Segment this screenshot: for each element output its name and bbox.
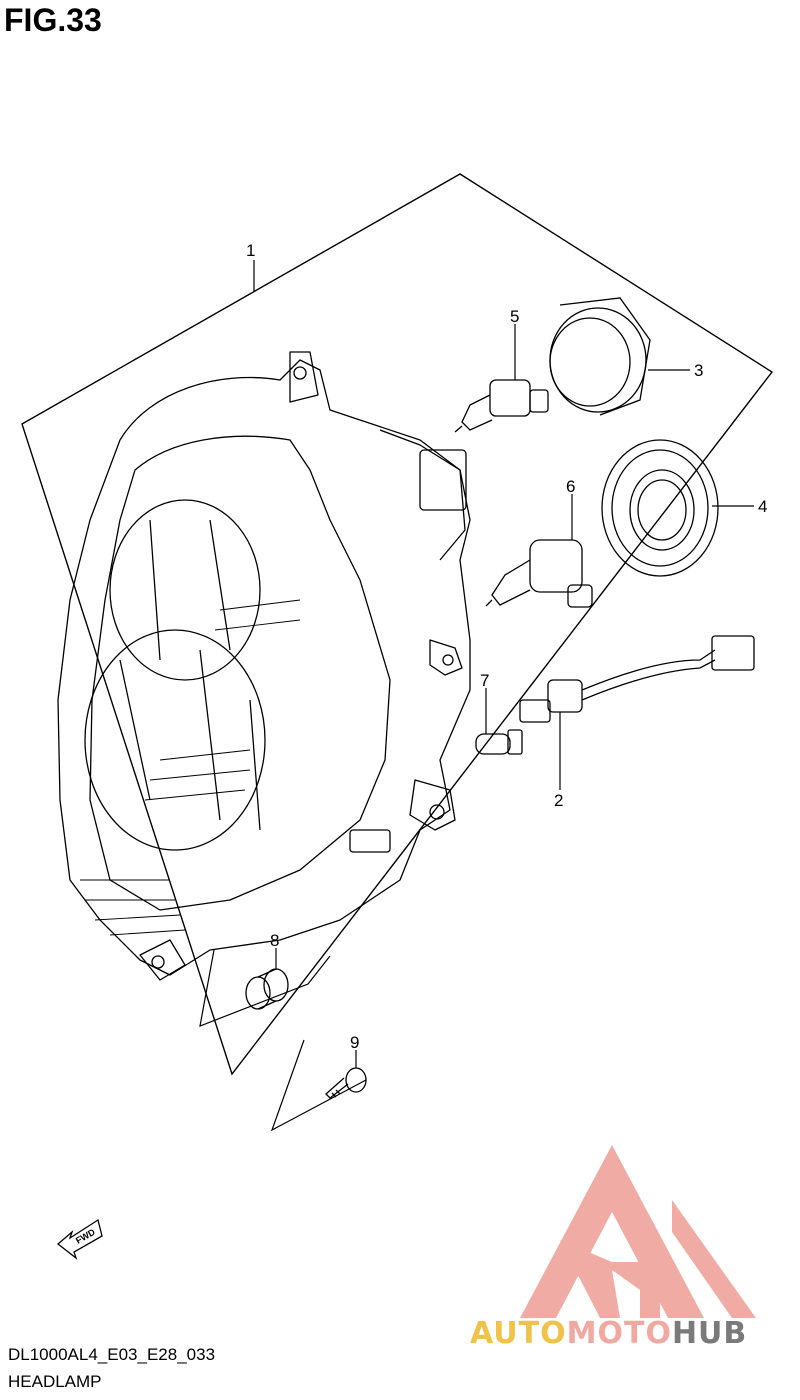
leader-lines: [253, 260, 754, 1068]
callout-3: 3: [694, 361, 703, 380]
headlamp-bulb-lower-icon: [485, 539, 593, 608]
headlamp-bulb-icon: [454, 379, 549, 433]
headlamp-housing-icon: [57, 351, 471, 981]
callout-9: 9: [350, 1033, 359, 1052]
position-bulb-icon: [475, 729, 523, 755]
model-code: DL1000AL4_E03_E28_033: [8, 1345, 216, 1364]
callout-8: 8: [270, 931, 279, 950]
callout-4: 4: [758, 497, 767, 516]
watermark-text: AUTOMOTOHUB: [470, 1316, 748, 1351]
grommet-icon: [245, 968, 289, 1010]
assembly-name: HEADLAMP: [8, 1372, 102, 1391]
figure-title: FIG.33: [4, 2, 102, 38]
grommet-boundary: [199, 949, 331, 1027]
callout-7: 7: [480, 671, 489, 690]
callout-6: 6: [566, 477, 575, 496]
socket-harness-icon: [519, 635, 755, 723]
callout-2: 2: [554, 791, 563, 810]
assembly-boundary: [21, 173, 774, 1076]
forward-direction-icon: FWD: [56, 1218, 103, 1260]
rubber-cover-icon: [601, 439, 719, 577]
screw-boundary: [270, 1039, 367, 1132]
callout-5: 5: [510, 307, 519, 326]
automotohub-logo-icon: [520, 1145, 756, 1318]
callout-1: 1: [246, 241, 255, 260]
retaining-ring-icon: [549, 297, 651, 416]
